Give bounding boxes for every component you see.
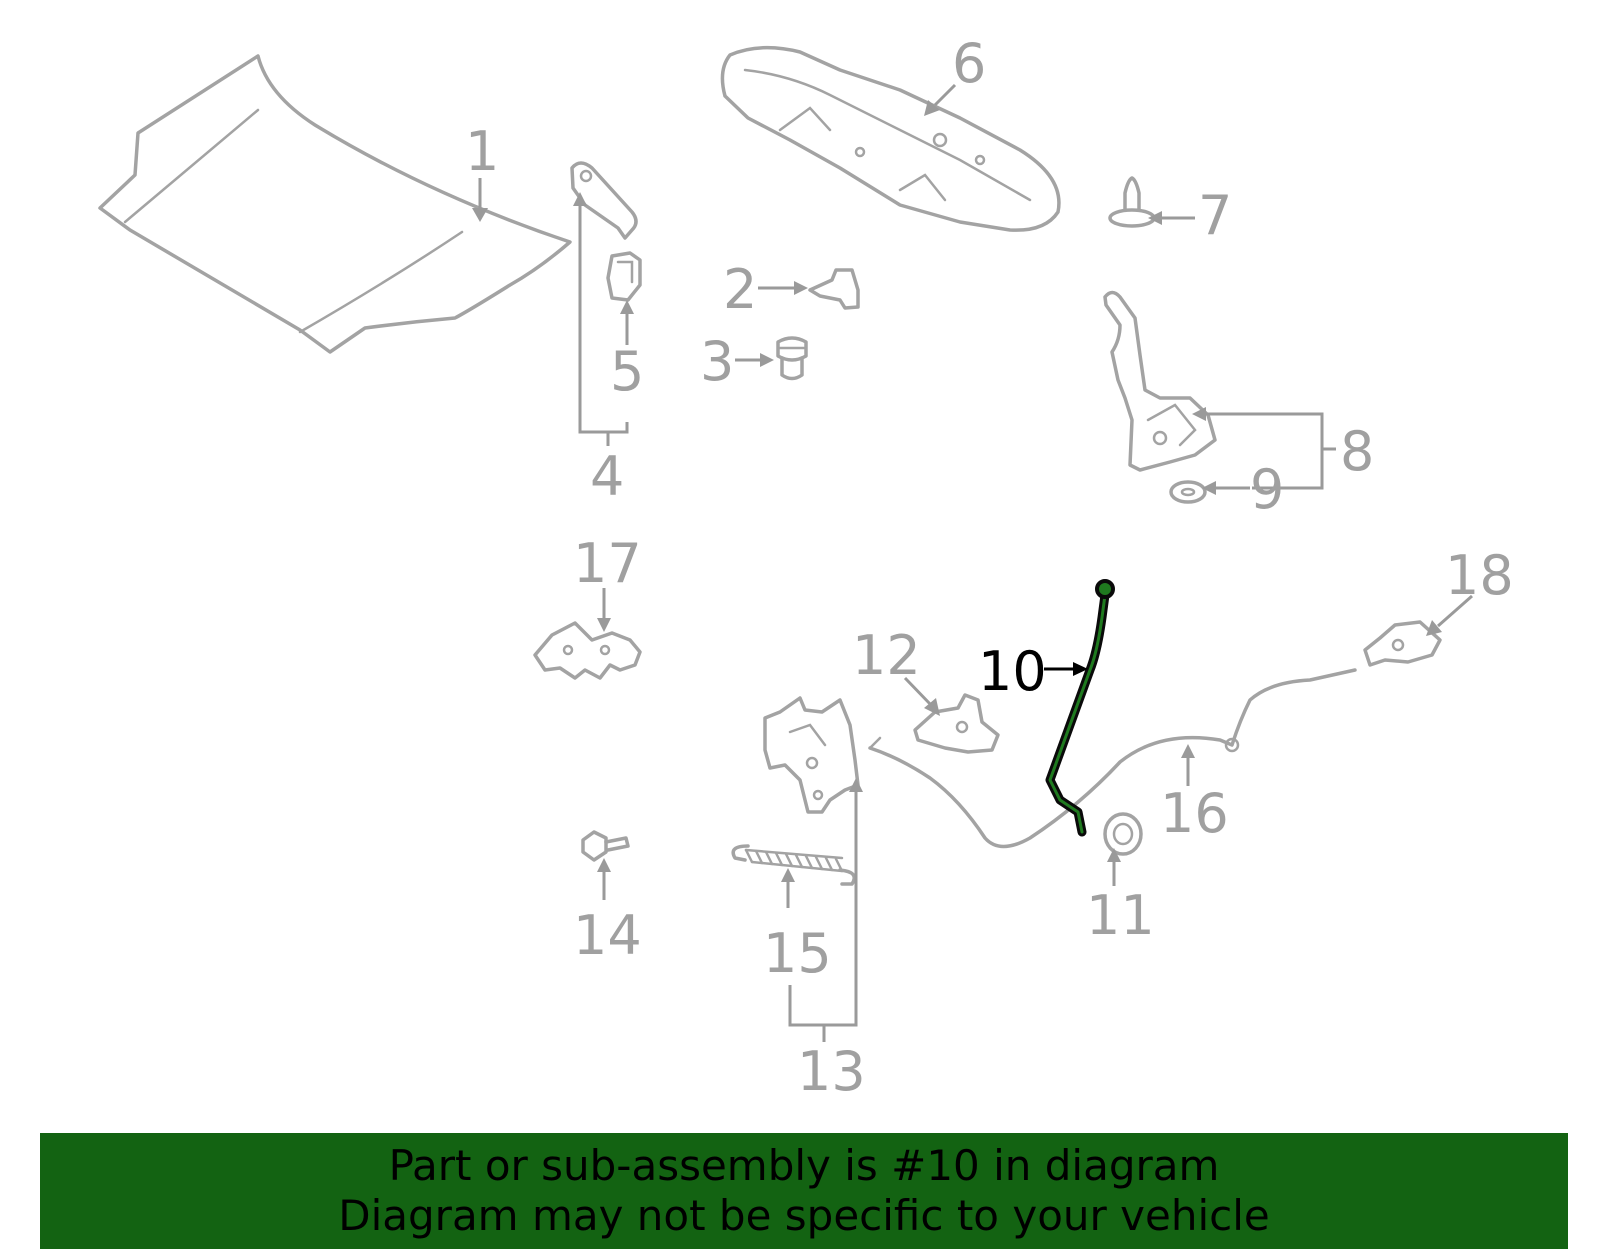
callout-13: 13 — [797, 1040, 866, 1103]
info-banner: Part or sub-assembly is #10 in diagram D… — [40, 1133, 1568, 1249]
leader-lines — [472, 83, 1473, 1042]
callout-6: 6 — [952, 32, 986, 95]
callout-18: 18 — [1445, 544, 1514, 607]
part-10-prop-rod[interactable] — [1045, 579, 1115, 837]
callout-17: 17 — [573, 532, 642, 595]
callout-2: 2 — [723, 258, 757, 321]
part-15-spring[interactable] — [731, 844, 856, 886]
part-12-latch[interactable] — [913, 693, 1000, 754]
callout-4: 4 — [590, 445, 624, 508]
part-5-clip[interactable] — [606, 251, 642, 302]
callout-3: 3 — [700, 330, 734, 393]
banner-line-part-number: Part or sub-assembly is #10 in diagram — [388, 1141, 1220, 1190]
callout-8: 8 — [1340, 420, 1374, 483]
part-14-bolt[interactable] — [581, 830, 630, 862]
part-7-push-clip[interactable] — [1108, 176, 1156, 228]
callout-11: 11 — [1086, 884, 1155, 947]
part-3-bolt[interactable] — [776, 336, 808, 381]
part-2-bumper[interactable] — [808, 268, 860, 310]
part-18-bracket[interactable] — [1363, 620, 1442, 667]
callout-14: 14 — [573, 904, 642, 967]
part-6-insulator[interactable] — [720, 45, 1061, 232]
callout-7: 7 — [1198, 184, 1232, 247]
part-13-latch-assembly[interactable] — [763, 696, 860, 814]
part-4-hinge-bracket[interactable] — [570, 161, 638, 240]
callout-15: 15 — [763, 922, 832, 985]
banner-line-disclaimer: Diagram may not be specific to your vehi… — [338, 1191, 1270, 1240]
callout-9: 9 — [1250, 458, 1284, 521]
callout-1: 1 — [465, 120, 499, 183]
callout-16: 16 — [1160, 782, 1229, 845]
parts-diagram: 1 2 3 4 5 6 7 8 9 10 11 12 13 14 15 16 1… — [98, 32, 1514, 1103]
callout-10: 10 — [978, 640, 1047, 703]
callout-12: 12 — [852, 624, 921, 687]
callout-5: 5 — [610, 340, 644, 403]
part-11-grommet[interactable] — [1103, 812, 1143, 856]
part-16-release-cable[interactable] — [868, 668, 1357, 849]
part-8-lock-support[interactable] — [1103, 290, 1217, 472]
part-1-hood[interactable] — [98, 54, 572, 354]
part-17-hinge[interactable] — [533, 621, 642, 680]
part-9-washer[interactable] — [1169, 480, 1207, 504]
